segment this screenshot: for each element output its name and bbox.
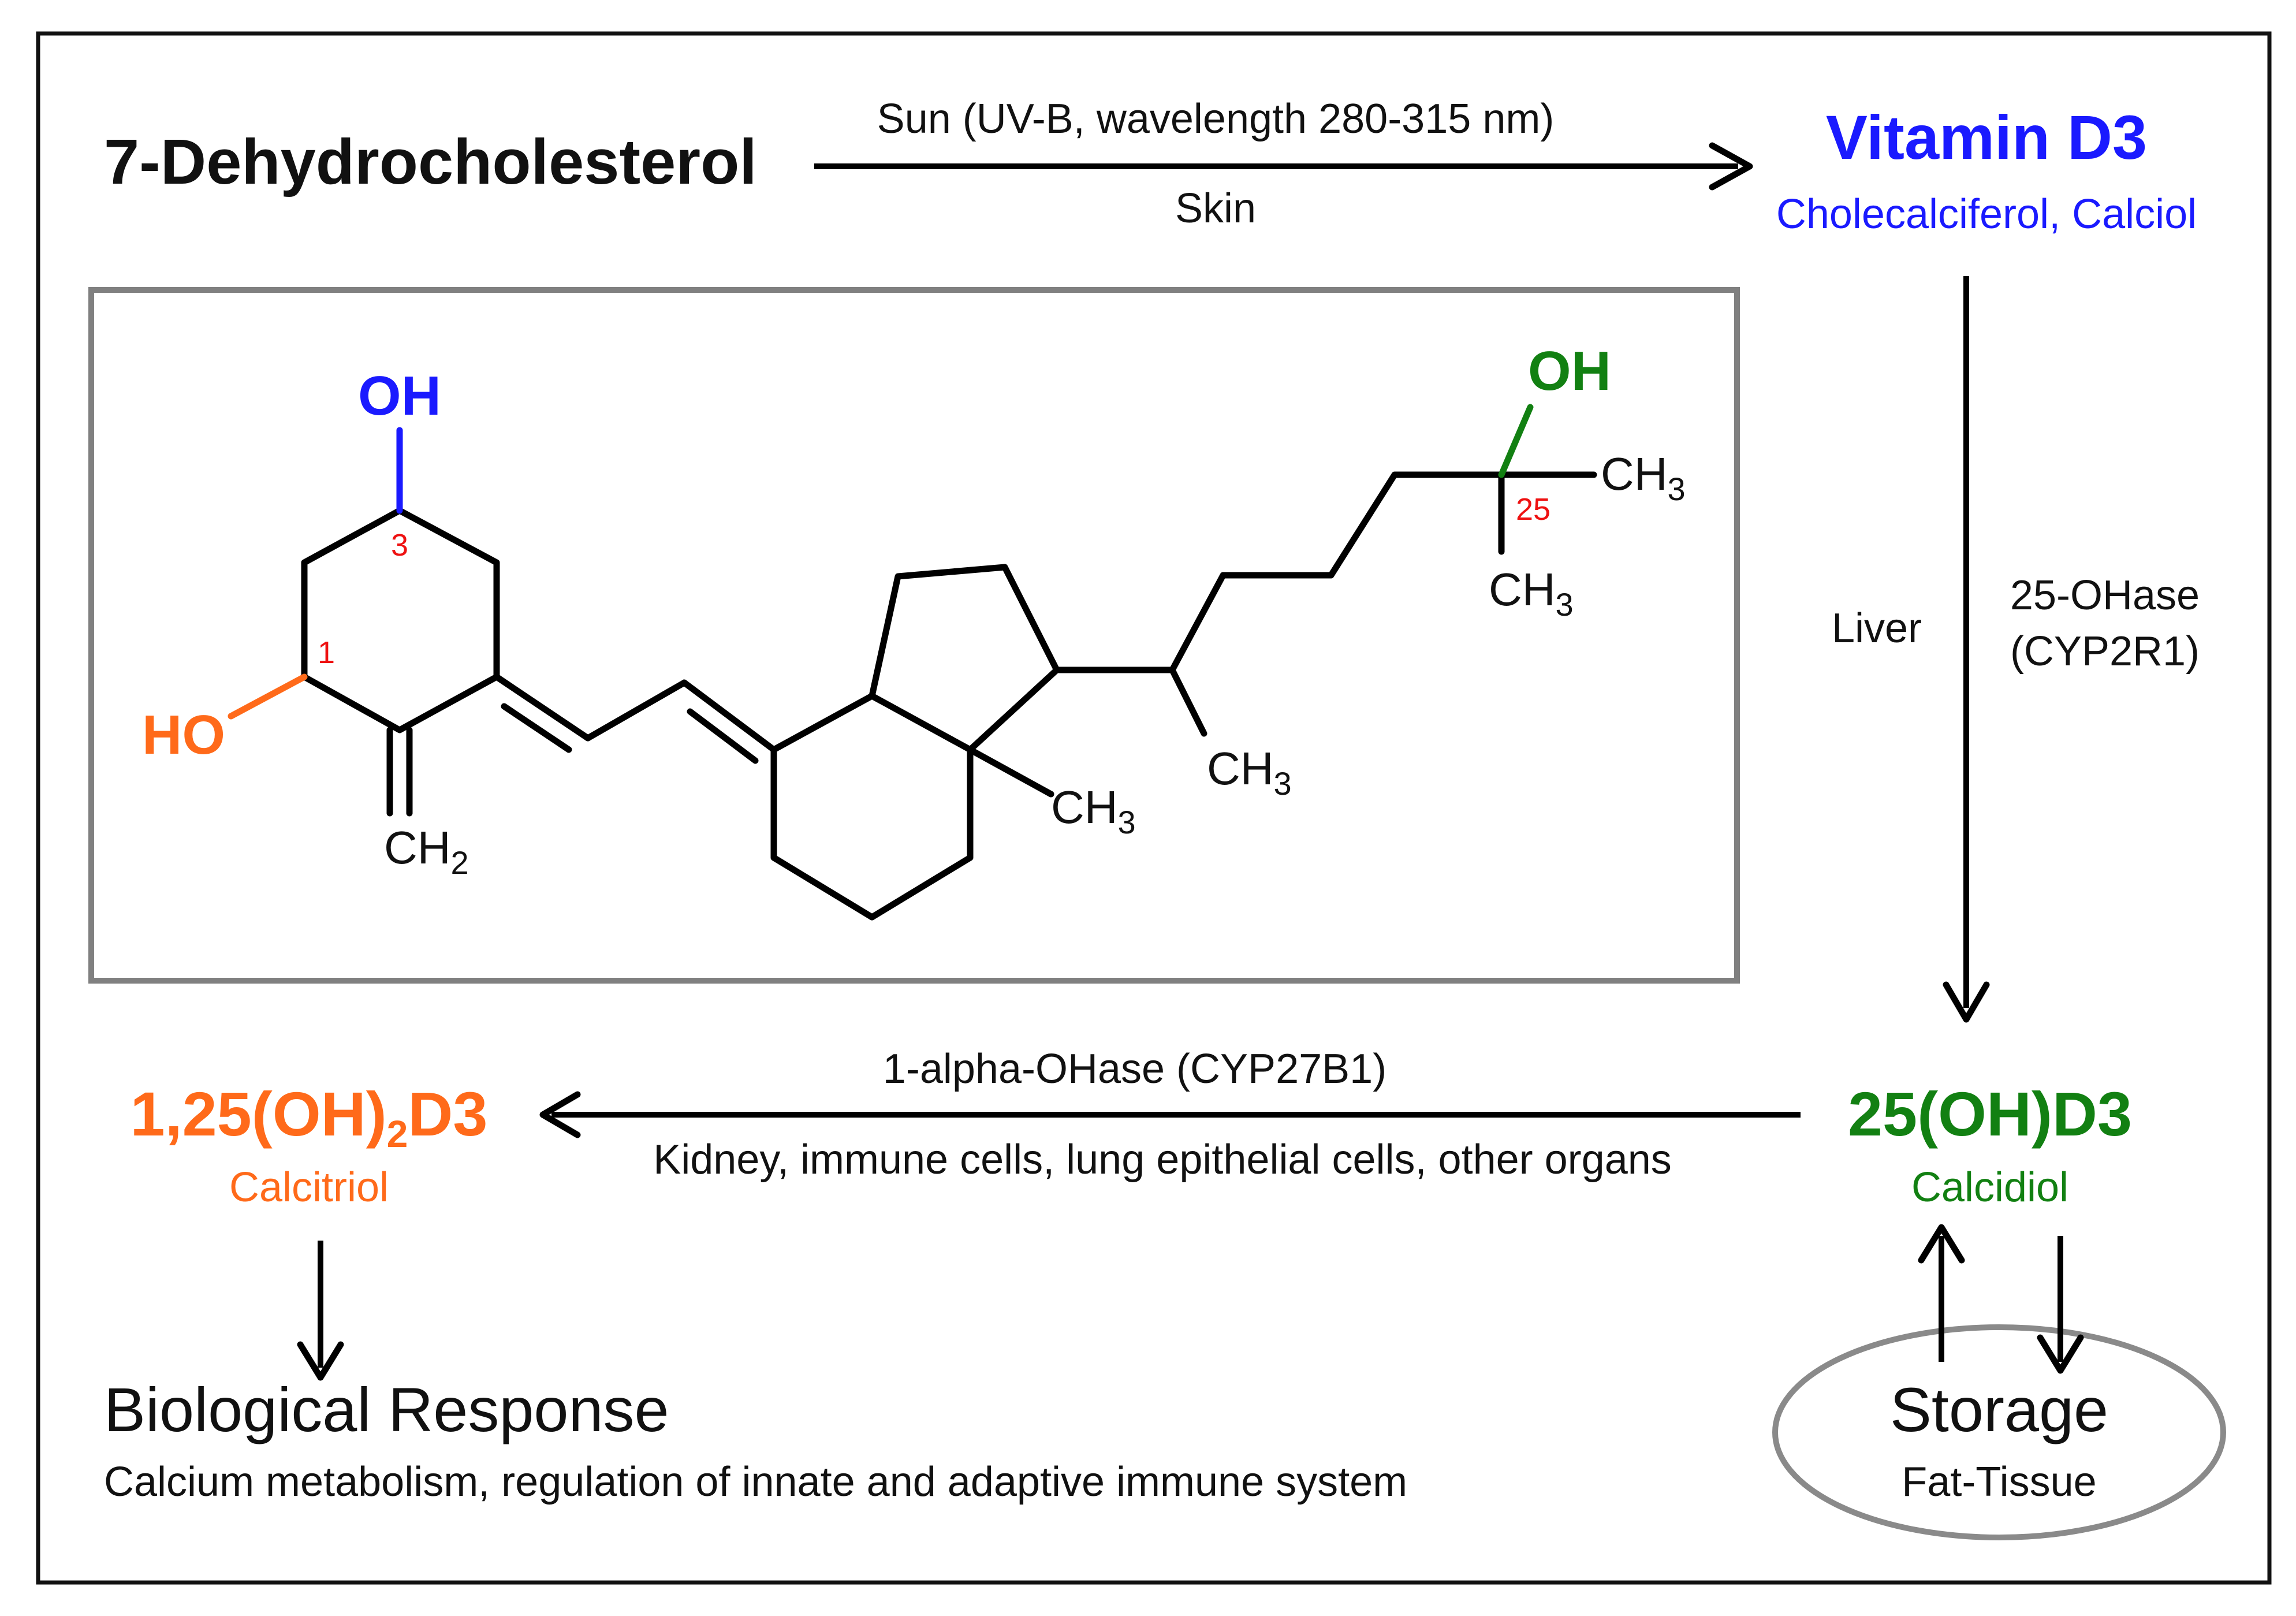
conversion-sites-label: Kidney, immune cells, lung epithelial ce… <box>653 1137 1672 1183</box>
side-chain-bonds <box>1053 471 1505 673</box>
storage-title: Storage <box>1890 1375 2108 1444</box>
carbon-1-number: 1 <box>318 635 335 670</box>
c-ring-bonds <box>770 692 974 921</box>
uvb-arrow-label: Sun (UV-B, wavelength 280-315 nm) <box>877 96 1555 142</box>
c1-oh-bond <box>228 673 308 720</box>
linker-bond-3b <box>687 708 759 764</box>
d-ring-bonds <box>869 564 1060 753</box>
c25-oh-bond <box>1498 404 1534 478</box>
calcitriol-common-name: Calcitriol <box>229 1164 389 1211</box>
angular-methyl-label: CH3 <box>1051 781 1136 840</box>
c21-methyl-label: CH3 <box>1207 743 1292 802</box>
linker-bond-3 <box>681 679 777 753</box>
angular-methyl-bond <box>967 746 1054 798</box>
outer-frame <box>36 31 2272 1585</box>
biological-response-title: Biological Response <box>104 1375 669 1444</box>
storage-release-arrow <box>1918 1224 1965 1362</box>
c20-methyl-bond <box>1169 666 1207 737</box>
calcidiol-common-name: Calcidiol <box>1911 1164 2068 1211</box>
a-ring-bonds <box>301 507 500 733</box>
cyp2r1-enzyme-line2: (CYP2R1) <box>2010 628 2200 675</box>
linker-bond-2 <box>584 679 688 742</box>
storage-ellipse <box>1772 1324 2226 1540</box>
liver-arrow <box>1943 276 1990 1023</box>
linker-bond-1b <box>501 703 572 753</box>
calcitriol-label: 1,25(OH)2D3 <box>131 1079 488 1155</box>
carbon-25-number: 25 <box>1516 492 1550 527</box>
c25-hydroxyl-label: OH <box>1528 340 1611 402</box>
linker-bond-1 <box>493 673 591 742</box>
methylene-label: CH2 <box>384 822 469 881</box>
structure-frame <box>88 287 1740 984</box>
precursor-label: 7-Dehydrocholesterol <box>104 126 757 198</box>
response-arrow <box>297 1241 344 1381</box>
storage-subtitle: Fat-Tissue <box>1902 1459 2096 1505</box>
vitamin-d3-label: Vitamin D3 <box>1826 102 2147 172</box>
kidney-arrow <box>539 1091 1801 1138</box>
liver-label: Liver <box>1832 605 1922 651</box>
c1-hydroxyl-label: HO <box>142 704 225 766</box>
skin-label: Skin <box>1175 185 1256 232</box>
uvb-arrow <box>814 142 1753 191</box>
calcitriol-structure: OH OH HO CH2 CH3 CH3 CH3 CH3 3 1 25 <box>142 340 1686 921</box>
c27-methyl-label: CH3 <box>1489 564 1574 623</box>
carbon-3-number: 3 <box>391 528 408 563</box>
calcidiol-label: 25(OH)D3 <box>1848 1079 2132 1149</box>
biological-response-description: Calcium metabolism, regulation of innate… <box>104 1459 1407 1505</box>
vitamin-d3-synonyms: Cholecalciferol, Calciol <box>1776 191 2197 237</box>
storage-uptake-arrow <box>2037 1236 2084 1374</box>
cyp27b1-enzyme-label: 1-alpha-OHase (CYP27B1) <box>883 1046 1386 1092</box>
c26-methyl-label: CH3 <box>1601 448 1686 507</box>
c3-hydroxyl-label: OH <box>358 365 441 427</box>
cyp2r1-enzyme-line1: 25-OHase <box>2010 572 2200 619</box>
